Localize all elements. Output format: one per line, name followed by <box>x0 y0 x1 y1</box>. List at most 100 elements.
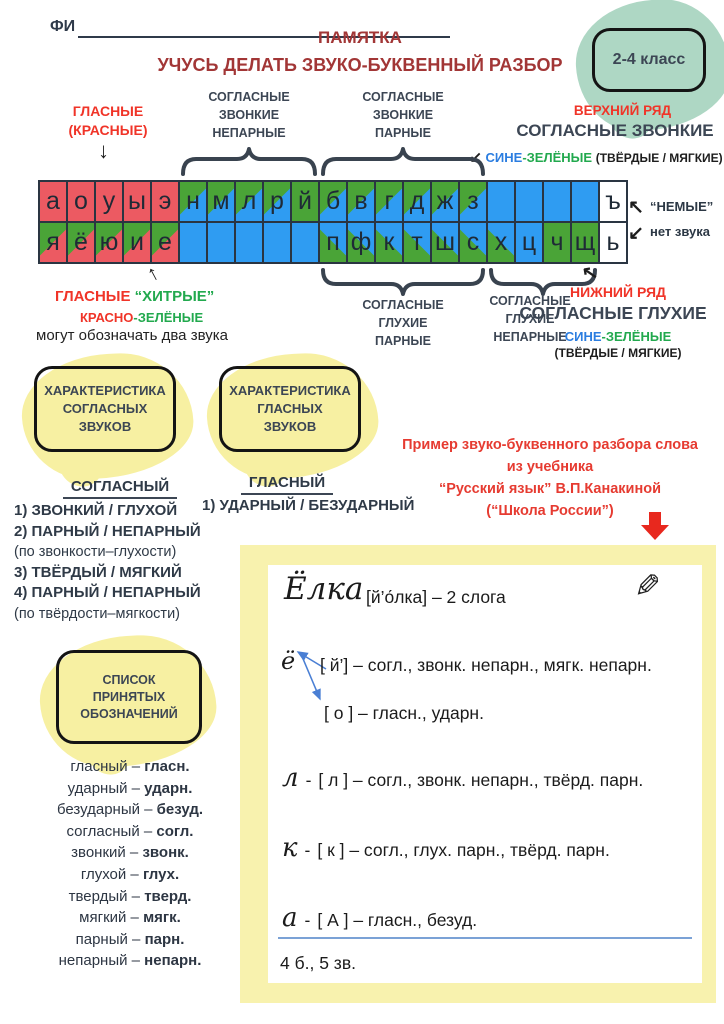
letter-cell-з: з <box>460 182 486 221</box>
empty-cell <box>292 223 318 262</box>
letter-cell-э: э <box>152 182 178 221</box>
intro-line: “Русский язык” В.П.Канакиной <box>438 481 662 497</box>
voiceless-paired-label: СОГЛАСНЫЕ ГЛУХИЕ ПАРНЫЕ <box>320 296 486 350</box>
consonant-bubble-text: ХАРАКТЕРИСТИКА СОГЛАСНЫХ ЗВУКОВ <box>34 366 176 452</box>
letter-cell-ё: ё <box>68 223 94 262</box>
lower-hard-soft-note: (ТВЁРДЫЕ / МЯГКИЕ) <box>554 346 682 360</box>
name-blank-line[interactable] <box>78 36 450 38</box>
label-line: ПАРНЫЕ <box>375 334 431 348</box>
label-line: ЗВОНКИЕ <box>218 108 280 122</box>
intro-line: (“Школа России”) <box>486 503 614 519</box>
bubble-line: ОБОЗНАЧЕНИЙ <box>80 706 178 721</box>
label-line: СОГЛАСНЫЕ <box>362 298 444 312</box>
label-line: СОГЛАСНЫЕ <box>362 90 444 104</box>
consonant-property: 2) ПАРНЫЙ / НЕПАРНЫЙ <box>14 522 201 540</box>
letter-cell-в: в <box>348 182 374 221</box>
letter-cell-п: п <box>320 223 346 262</box>
dash-separator: - <box>304 910 311 930</box>
abbreviation-row: мягкий – мягк. <box>79 909 181 927</box>
no-sound-label: нет звука <box>650 224 710 239</box>
abbreviation-row: непарный – непарн. <box>58 952 202 970</box>
abbreviation-row: ударный – ударн. <box>67 779 193 797</box>
abbrev-bubble-text: СПИСОК ПРИНЯТЫХ ОБОЗНАЧЕНИЙ <box>56 650 202 744</box>
divider-line <box>278 937 692 939</box>
consonant-property: (по твёрдости–мягкости) <box>14 605 180 622</box>
example-word: Ёлка <box>284 571 364 607</box>
brace-voiced-paired <box>321 147 485 176</box>
consonant-property: 3) ТВЁРДЫЙ / МЯГКИЙ <box>14 563 182 581</box>
lower-row-label: НИЖНИЙ РЯД <box>570 284 666 300</box>
bubble-line: ГЛАСНЫХ <box>257 401 323 416</box>
analysis-line-o-sound: [ о ] – гласн., ударн. <box>324 703 484 723</box>
upper-voiced-title: СОГЛАСНЫЕ ЗВОНКИЕ <box>516 121 714 140</box>
upper-color-note: ↙ СИНЕ-ЗЕЛЁНЫЕ (ТВЁРДЫЕ / МЯГКИЕ) <box>468 148 724 166</box>
bubble-line: ХАРАКТЕРИСТИКА <box>44 383 166 398</box>
empty-cell <box>488 182 514 221</box>
letter-cell-б: б <box>320 182 346 221</box>
bubble-line: ПРИНЯТЫХ <box>92 689 166 704</box>
pen-icon: ✎ <box>634 568 661 604</box>
empty-cell <box>572 182 598 221</box>
label-line: НЕПАРНЫЕ <box>493 330 567 344</box>
tricky-word: “ХИТРЫЕ” <box>134 288 215 305</box>
tricky-vowels-word: ГЛАСНЫЕ <box>55 288 131 305</box>
green-word: -ЗЕЛЁНЫЕ <box>522 150 593 165</box>
analysis-line-k: к - [ к ] – согл., глух. парн., твёрд. п… <box>282 833 610 863</box>
abbreviations-list: гласный – гласн.ударный – ударн.безударн… <box>28 756 232 972</box>
intro-line: Пример звуко-буквенного разбора слова <box>402 437 698 453</box>
fork-arrows-icon <box>296 651 327 701</box>
brace-voiceless-unpaired <box>489 268 597 296</box>
page-title: ПАМЯТКА <box>318 28 402 47</box>
abbreviation-row: согласный – согл. <box>66 822 194 840</box>
letter-cell-н: н <box>180 182 206 221</box>
letter-cell-я: я <box>40 223 66 262</box>
lower-voiceless-title: СОГЛАСНЫЕ ГЛУХИЕ <box>519 303 707 323</box>
label-line: НЕПАРНЫЕ <box>212 126 286 140</box>
bubble-line: ЗВУКОВ <box>263 419 317 434</box>
vowels-label: ГЛАСНЫЕ (КРАСНЫЕ) <box>48 102 168 140</box>
empty-cell <box>544 182 570 221</box>
label-line: ГЛУХИЕ <box>505 312 555 326</box>
consonant-bubble: ХАРАКТЕРИСТИКА СОГЛАСНЫХ ЗВУКОВ <box>18 349 197 492</box>
empty-cell <box>264 223 290 262</box>
bubble-line: СОГЛАСНЫХ <box>62 401 148 416</box>
dash-separator: - <box>305 770 312 790</box>
example-transcription: [й’о́лка] – 2 слога <box>366 587 506 607</box>
cursive-letter-l: л <box>282 763 299 793</box>
label-line: ГЛУХИЕ <box>378 316 428 330</box>
voiceless-unpaired-label: СОГЛАСНЫЕ ГЛУХИЕ НЕПАРНЫЕ <box>455 292 605 346</box>
down-left-arrow-icon: ↙ <box>628 223 644 244</box>
green-word: -ЗЕЛЁНЫЕ <box>133 310 204 325</box>
voiced-paired-label: СОГЛАСНЫЕ ЗВОНКИЕ ПАРНЫЕ <box>333 88 473 142</box>
vowel-bubble: ХАРАКТЕРИСТИКА ГЛАСНЫХ ЗВУКОВ <box>203 349 382 492</box>
letters-sounds-total: 4 б., 5 зв. <box>280 953 356 973</box>
letter-cell-а: а <box>40 182 66 221</box>
grade-badge-text: 2-4 класс <box>592 28 706 92</box>
cursive-letter-a: а <box>282 903 298 933</box>
consonant-property: (по звонкости–глухости) <box>14 544 177 560</box>
letter-cell-е: е <box>152 223 178 262</box>
blue-word: СИНЕ <box>485 150 523 165</box>
dash-separator: - <box>304 840 311 860</box>
lower-color-note: СИНЕ-ЗЕЛЁНЫЕ <box>538 329 698 344</box>
letter-cell-у: у <box>96 182 122 221</box>
vowels-label-line1: ГЛАСНЫЕ <box>72 103 144 119</box>
letter-cell-ч: ч <box>544 223 570 262</box>
vowels-label-line2: (КРАСНЫЕ) <box>68 122 148 138</box>
letter-cell-щ: щ <box>572 223 598 262</box>
letter-cell-с: с <box>460 223 486 262</box>
cursive-letter-k: к <box>282 833 298 863</box>
red-green-label: КРАСНО-ЗЕЛЁНЫЕ <box>80 310 203 325</box>
letter-cell-ф: ф <box>348 223 374 262</box>
letter-cell-к: к <box>376 223 402 262</box>
analysis-line-a: а - [ А ] – гласн., безуд. <box>282 903 477 933</box>
abbreviation-row: безударный – безуд. <box>56 801 204 819</box>
empty-cell <box>236 223 262 262</box>
letter-cell-ц: ц <box>516 223 542 262</box>
letter-cell-т: т <box>404 223 430 262</box>
example-intro: Пример звуко-буквенного разбора слова из… <box>385 434 715 522</box>
bubble-line: ЗВУКОВ <box>78 419 132 434</box>
voiced-unpaired-label: СОГЛАСНЫЕ ЗВОНКИЕ НЕПАРНЫЕ <box>186 88 312 142</box>
